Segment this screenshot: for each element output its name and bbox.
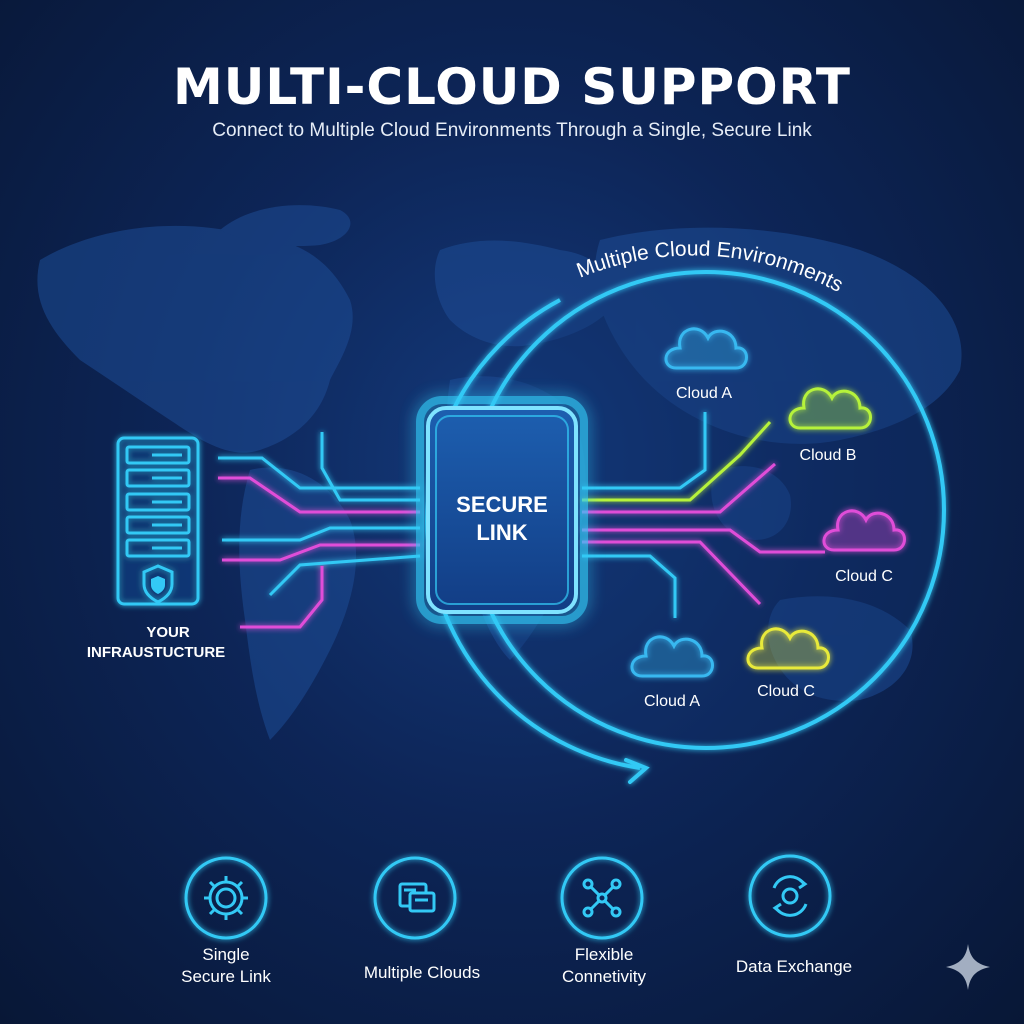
gear-icon bbox=[204, 876, 248, 920]
windows-icon bbox=[398, 882, 436, 913]
page-subtitle: Connect to Multiple Cloud Environments T… bbox=[212, 120, 812, 141]
feature-flexible-connectivity: Flexible Connetivity bbox=[514, 944, 694, 988]
cloud-icon bbox=[788, 387, 872, 430]
cloud-icon bbox=[664, 327, 748, 370]
feature-icons bbox=[184, 854, 832, 940]
hub-label-line1: SECURE bbox=[456, 492, 548, 517]
cloud-node: Cloud A bbox=[630, 635, 714, 710]
cloud-node: Cloud B bbox=[788, 387, 872, 464]
cloud-label: Cloud C bbox=[835, 568, 893, 585]
feature-label-line2: Secure Link bbox=[181, 967, 271, 986]
cloud-label: Cloud A bbox=[644, 693, 700, 710]
cloud-icon bbox=[822, 509, 906, 552]
feature-circle bbox=[184, 856, 268, 940]
feature-data-exchange: Data Exchange bbox=[704, 956, 884, 978]
infrastructure-label-line1: YOUR bbox=[146, 624, 190, 641]
feature-circle bbox=[560, 856, 644, 940]
cloud-icon bbox=[630, 635, 714, 678]
feature-label-line1: Single bbox=[202, 945, 250, 964]
page-title: MULTI-CLOUD SUPPORT bbox=[173, 58, 851, 116]
right-connections bbox=[582, 412, 825, 618]
cloud-label: Cloud B bbox=[800, 447, 857, 464]
cloud-node: Cloud C bbox=[822, 509, 906, 585]
cloud-label: Cloud C bbox=[757, 683, 815, 700]
feature-single-secure-link: Single Secure Link bbox=[136, 944, 316, 988]
feature-circle bbox=[748, 854, 832, 938]
cloud-icon bbox=[746, 627, 830, 670]
sparkle-icon bbox=[946, 944, 990, 990]
feature-label-line1: Flexible bbox=[574, 945, 634, 964]
feature-circle bbox=[373, 856, 457, 940]
cloud-label: Cloud A bbox=[676, 385, 732, 402]
feature-label-line1: Data Exchange bbox=[735, 957, 853, 976]
cloud-node: Cloud A bbox=[664, 327, 748, 402]
server-icon bbox=[116, 436, 200, 606]
left-connections bbox=[218, 432, 421, 629]
secure-link-hub bbox=[416, 396, 588, 624]
exchange-icon bbox=[772, 875, 808, 917]
shield-icon bbox=[151, 576, 165, 594]
feature-multiple-clouds: Multiple Clouds bbox=[332, 962, 512, 984]
feature-label-line2: Connetivity bbox=[561, 967, 647, 986]
network-icon bbox=[582, 878, 622, 918]
clouds: Cloud A Cloud B Cloud C Cloud A Cloud C bbox=[630, 327, 906, 710]
cloud-node: Cloud C bbox=[746, 627, 830, 700]
hub-label-line2: LINK bbox=[476, 520, 527, 545]
infrastructure-label-line2: INFRAUSTUCTURE bbox=[87, 644, 225, 661]
feature-label-line1: Multiple Clouds bbox=[363, 963, 481, 982]
